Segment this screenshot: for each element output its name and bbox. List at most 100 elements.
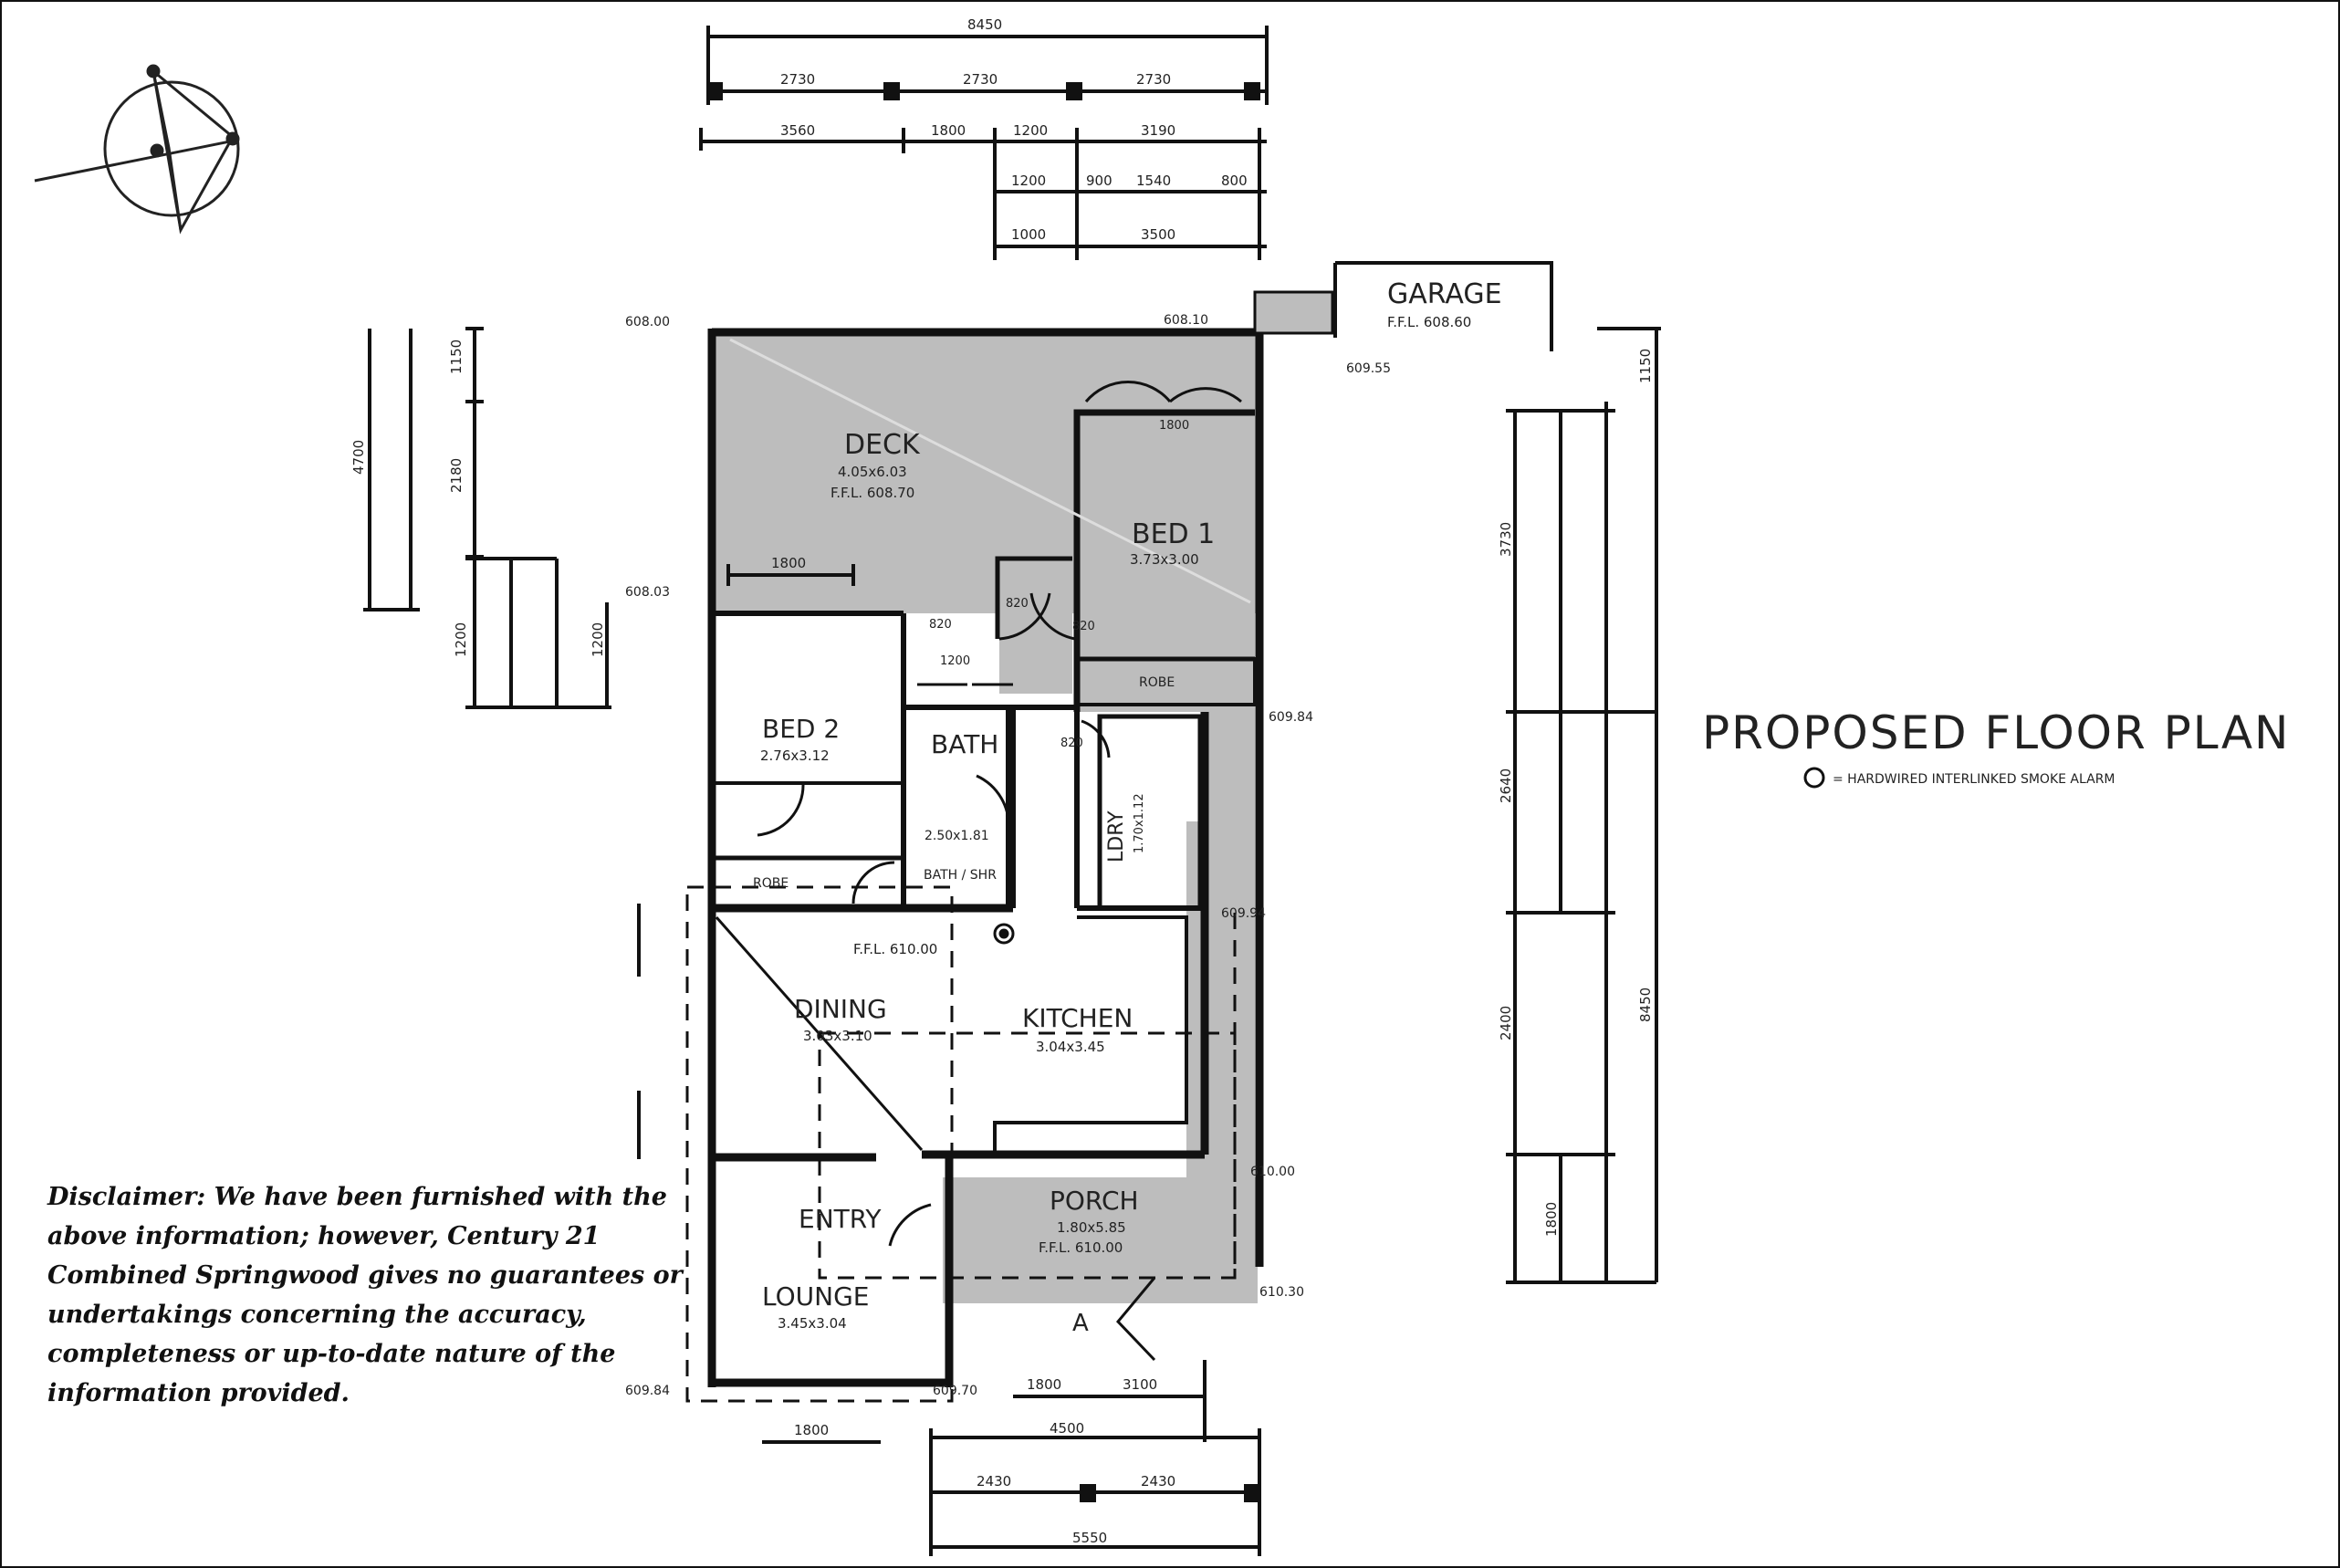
dimension-lines-bottom	[929, 1360, 1261, 1556]
dim-top-row3: 900	[1086, 172, 1113, 189]
room-bath-size: 2.50x1.81	[925, 829, 989, 843]
room-labels: DECK 4.05x6.03 F.F.L. 608.70 BED 1 3.73x…	[753, 278, 1502, 1332]
right-dimension-labels: 1150 8450 3730 2640 2400 1800	[1498, 349, 1654, 1237]
dim-deck-stair: 1800	[771, 555, 806, 571]
room-ldry-size: 1.70x1.12	[1133, 793, 1146, 853]
smoke-alarm-legend-icon	[1803, 767, 1825, 789]
room-lounge-name: LOUNGE	[762, 1281, 869, 1312]
section-marker-icon	[1115, 1277, 1156, 1362]
room-garage-name: GARAGE	[1387, 278, 1502, 310]
level-label: 609.84	[1269, 710, 1313, 725]
room-garage-level: F.F.L. 608.60	[1387, 314, 1471, 330]
dimension-lines-top	[699, 26, 1269, 260]
dim-right-inner: 2400	[1498, 1006, 1514, 1040]
room-bed2-size: 2.76x3.12	[760, 747, 830, 764]
room-entry-name: ENTRY	[799, 1204, 882, 1234]
dim-top-row1: 2730	[780, 71, 815, 88]
dim-entry-stair: 1800	[794, 1422, 829, 1438]
level-label: 610.00	[1250, 1165, 1295, 1179]
dim-left-inner: 2180	[448, 458, 465, 493]
dim-bottom-row3: 2430	[1141, 1473, 1175, 1490]
door-swings	[757, 381, 1242, 1247]
dim-left-inner: 1200	[590, 622, 606, 657]
room-deck-size: 4.05x6.03	[838, 464, 907, 480]
room-bed1-size: 3.73x3.00	[1130, 551, 1199, 568]
level-label: 609.84	[625, 1384, 670, 1398]
dimension-lines-left	[363, 327, 641, 1159]
room-porch-size: 1.80x5.85	[1057, 1219, 1126, 1236]
level-labels: 608.00 608.10 609.55 608.03 609.84 609.9…	[625, 313, 1391, 1398]
legend: = HARDWIRED INTERLINKED SMOKE ALARM	[1803, 767, 2115, 789]
room-bed2-name: BED 2	[762, 714, 840, 744]
section-marker-label: A	[1072, 1310, 1089, 1337]
dim-bottom-row2: 4500	[1050, 1420, 1084, 1437]
robe-label: ROBE	[1139, 675, 1175, 690]
room-deck-level: F.F.L. 608.70	[830, 485, 914, 501]
page-title: PROPOSED FLOOR PLAN	[1702, 706, 2290, 759]
dim-top-row2: 1200	[1013, 122, 1048, 139]
dim-right-inner: 1800	[1543, 1202, 1560, 1237]
dim-left-outer: 4700	[350, 440, 367, 475]
dim-left-inner: 1200	[453, 622, 469, 657]
room-dining-size: 3.03x3.10	[803, 1028, 872, 1044]
dim-door: 820	[1060, 737, 1083, 750]
smoke-alarm-icon	[993, 923, 1015, 945]
dim-right-outer: 1150	[1637, 349, 1654, 383]
dim-top-row1: 2730	[963, 71, 998, 88]
level-label: 608.00	[625, 315, 670, 329]
dim-bottom-row3: 2430	[977, 1473, 1011, 1490]
dim-top-total: 8450	[967, 16, 1002, 33]
dim-left-inner: 1150	[448, 340, 465, 374]
dim-top-row3: 800	[1221, 172, 1248, 189]
walls	[707, 328, 1264, 1387]
dim-bottom-total: 5550	[1072, 1530, 1107, 1546]
dim-door: 1800	[1159, 419, 1189, 433]
room-bath-note: BATH / SHR	[924, 868, 997, 883]
robe-label: ROBE	[753, 876, 789, 891]
dim-top-row2: 3560	[780, 122, 815, 139]
dimension-lines-right	[1506, 327, 1661, 1284]
top-dimension-labels: 8450 2730 2730 2730 3560 1800 1200 3190 …	[780, 16, 1248, 243]
dashed-outlines	[685, 885, 1237, 1403]
dim-top-row2: 1800	[931, 122, 966, 139]
room-deck-name: DECK	[844, 429, 921, 461]
room-kitchen-size: 3.04x3.45	[1036, 1039, 1105, 1055]
level-label: 608.03	[625, 585, 670, 600]
room-porch-level: F.F.L. 610.00	[1039, 1239, 1123, 1256]
room-bed1-name: BED 1	[1132, 518, 1215, 550]
room-porch-name: PORCH	[1050, 1186, 1139, 1216]
legend-text: = HARDWIRED INTERLINKED SMOKE ALARM	[1833, 772, 2115, 787]
shaded-areas	[712, 332, 1259, 1303]
room-ldry-name: LDRY	[1105, 810, 1128, 862]
dim-top-row3: 1540	[1136, 172, 1171, 189]
disclaimer-text: Disclaimer: We have been furnished with …	[47, 1183, 683, 1407]
room-dining-name: DINING	[794, 994, 887, 1024]
dim-door: 820	[1072, 620, 1095, 633]
level-label: 609.70	[933, 1384, 977, 1398]
dim-top-row2: 3190	[1141, 122, 1175, 139]
dim-bottom-row1: 3100	[1123, 1376, 1157, 1393]
dim-top-row4: 1000	[1011, 226, 1046, 243]
room-bath-name: BATH	[931, 729, 998, 759]
dim-bottom-row1: 1800	[1027, 1376, 1061, 1393]
level-label: 609.55	[1346, 361, 1391, 376]
dim-right-outer: 8450	[1637, 988, 1654, 1022]
level-label: 609.94	[1221, 906, 1266, 921]
dim-door: 1200	[940, 654, 970, 668]
room-kitchen-level: F.F.L. 610.00	[853, 941, 937, 957]
level-label: 610.30	[1259, 1285, 1304, 1300]
diagonal-lines	[715, 338, 1251, 1151]
stair-marks	[726, 564, 881, 1444]
garage-outline	[1253, 261, 1553, 351]
dim-door: 820	[1006, 597, 1029, 611]
dim-top-row3: 1200	[1011, 172, 1046, 189]
dim-door: 820	[929, 618, 952, 632]
level-label: 608.10	[1164, 313, 1208, 328]
room-lounge-size: 3.45x3.04	[778, 1315, 847, 1332]
north-arrow-icon	[34, 64, 240, 235]
dim-top-row4: 3500	[1141, 226, 1175, 243]
dim-right-inner: 2640	[1498, 768, 1514, 803]
dim-right-inner: 3730	[1498, 522, 1514, 557]
